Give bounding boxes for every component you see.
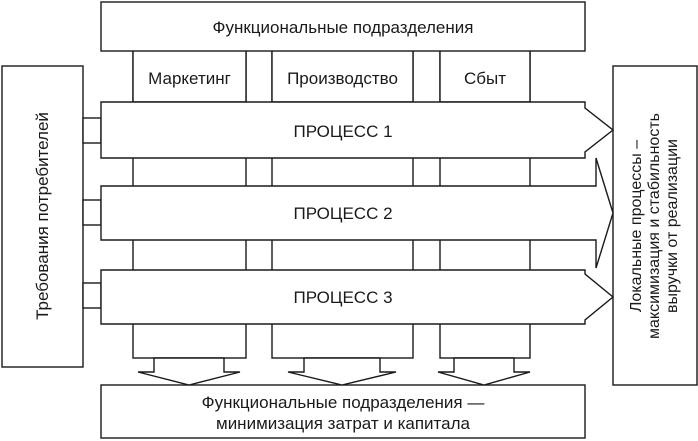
right-box-line-2: максимизация и стабильность (646, 113, 663, 339)
department-label-production: Производство (287, 69, 398, 88)
department-label-marketing: Маркетинг (148, 69, 231, 88)
left-connectors (82, 117, 102, 309)
process-arrow-3 (100, 269, 615, 325)
department-header-marketing (132, 49, 247, 103)
process-label-2: ПРОЦЕСС 2 (293, 204, 392, 223)
process-arrow-2 (100, 157, 614, 269)
top-box-label: Функциональные подразделения (213, 18, 474, 37)
left-connector-1 (82, 117, 102, 144)
bottom-box-line-1: Функциональные подразделения — (202, 393, 485, 412)
down-arrow-marketing (137, 357, 241, 386)
down-arrows (137, 357, 531, 386)
bottom-box (100, 384, 586, 439)
department-label-sales: Сбыт (464, 69, 506, 88)
top-box (100, 1, 586, 52)
right-box-line-3: выручки от реализации (664, 139, 681, 313)
department-header-sales (439, 49, 531, 103)
process-arrows (100, 101, 615, 325)
department-headers (132, 49, 531, 103)
process-arrow-1 (100, 101, 615, 159)
down-arrow-production (287, 357, 397, 386)
process-label-1: ПРОЦЕСС 1 (293, 122, 392, 141)
right-box-label: Локальные процессы – максимизация и стаб… (628, 113, 681, 339)
right-box-line-1: Локальные процессы – (628, 140, 645, 312)
left-box (1, 65, 84, 368)
right-box (612, 65, 698, 386)
left-box-label: Требования потребителей (33, 112, 52, 320)
down-arrow-sales (437, 357, 531, 386)
left-connector-3 (82, 282, 102, 309)
process-label-3: ПРОЦЕСС 3 (293, 288, 392, 307)
left-connector-2 (82, 199, 102, 226)
bottom-box-line-2: минимизация затрат и капитала (216, 414, 471, 433)
